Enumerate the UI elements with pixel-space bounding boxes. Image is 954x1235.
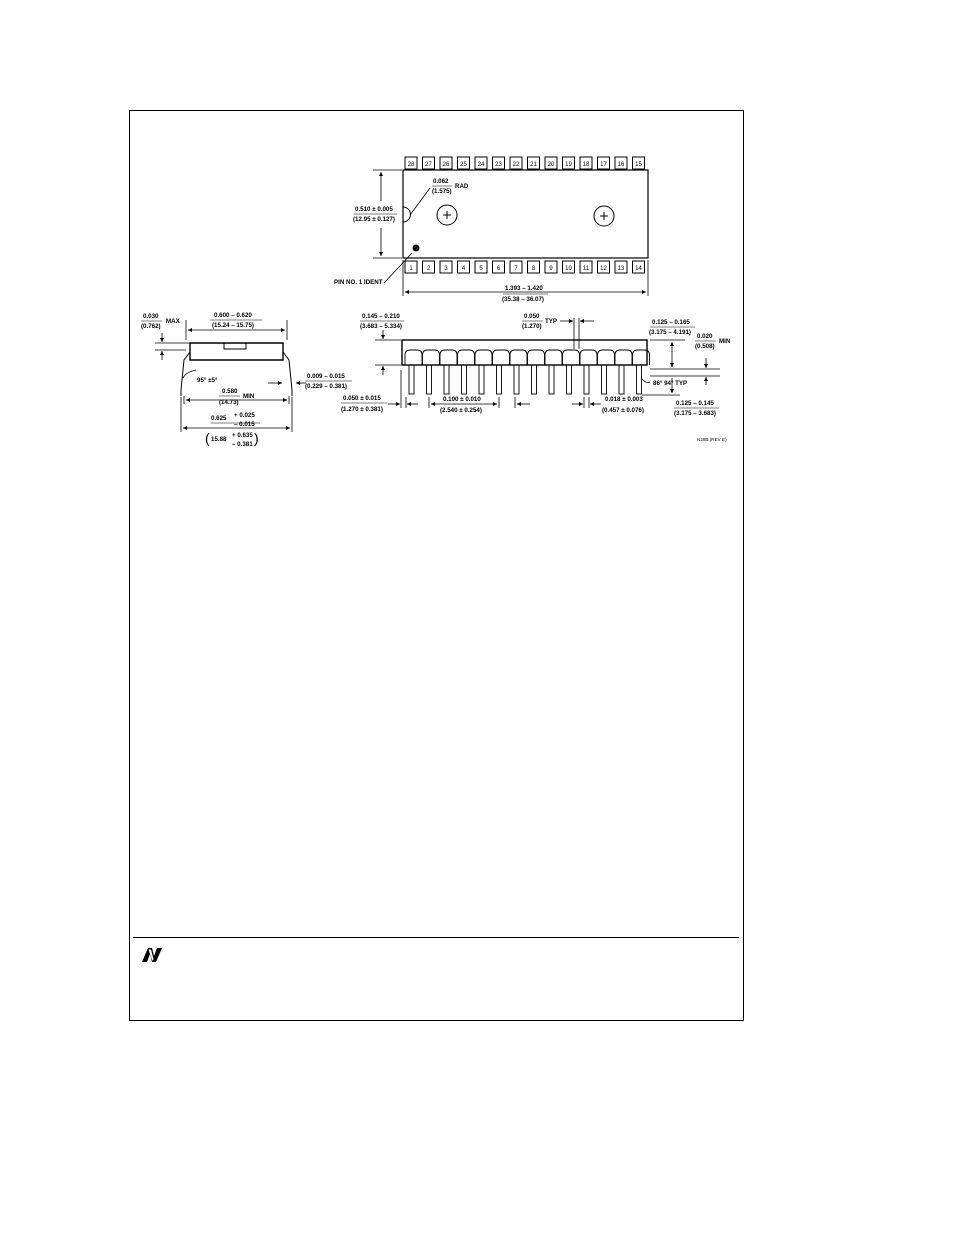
side-lead-width-mm: (0.457 ± 0.076) xyxy=(602,407,644,414)
end-body-width-in: 0.600 – 0.620 xyxy=(214,312,252,319)
pin-number: 6 xyxy=(497,266,501,272)
end-view xyxy=(180,342,293,396)
pin-number: 11 xyxy=(583,266,590,272)
side-seat-in: 0.125 – 0.165 xyxy=(652,319,690,326)
notch-radius-in: 0.062 xyxy=(433,178,449,185)
footer-rule xyxy=(133,937,739,938)
pin-number: 12 xyxy=(600,266,607,272)
drawing-reference: N28B (REV E) xyxy=(697,437,727,442)
side-pitch-mm: (2.540 ± 0.254) xyxy=(440,407,482,414)
length-dimension-mm: (35.38 – 36.07) xyxy=(502,296,544,303)
paren-open: ( xyxy=(205,430,210,446)
side-clear-suffix: MIN xyxy=(719,338,731,345)
top-view xyxy=(402,169,649,259)
pin-number: 16 xyxy=(618,162,625,168)
end-min-width-mm: (14.73) xyxy=(219,399,239,406)
end-overall-mm-tol-plus: + 0.635 xyxy=(232,432,253,439)
side-height-in: 0.145 – 0.210 xyxy=(362,313,400,320)
pin-number: 21 xyxy=(530,162,537,168)
end-min-suffix: MIN xyxy=(243,393,255,400)
top-view-dimensions xyxy=(373,169,649,296)
pin-number: 19 xyxy=(565,162,572,168)
width-dimension-mm: (12.95 ± 0.127) xyxy=(353,216,395,223)
pin1-ident-label: PIN NO. 1 IDENT xyxy=(334,279,383,286)
pin-number: 14 xyxy=(635,266,642,272)
pin-number: 13 xyxy=(618,266,625,272)
pin-number: 10 xyxy=(565,266,572,272)
side-height-mm: (3.683 – 5.334) xyxy=(360,323,402,330)
pin-number: 5 xyxy=(479,266,483,272)
paren-close: ) xyxy=(254,430,259,446)
national-semiconductor-logo xyxy=(142,948,162,962)
end-overall-mm: 15.88 xyxy=(211,436,227,443)
ejector-mark-left xyxy=(436,204,458,226)
side-typ-suffix: TYP xyxy=(545,318,557,325)
end-overall-tol-minus: – 0.015 xyxy=(234,421,255,428)
end-max-mm: (0.762) xyxy=(141,323,161,330)
side-clear-in: 0.020 xyxy=(697,333,713,340)
pin-number: 24 xyxy=(478,162,485,168)
pin-number: 15 xyxy=(635,162,642,168)
pin-number: 26 xyxy=(443,162,450,168)
end-angle-label: 95° ±5° xyxy=(197,377,218,384)
pin-number: 3 xyxy=(444,266,448,272)
pin1-ident-dot xyxy=(412,244,420,252)
end-body-width-mm: (15.24 – 15.75) xyxy=(212,322,254,329)
pin-number: 9 xyxy=(549,266,553,272)
side-seat-mm: (3.175 – 4.191) xyxy=(649,329,691,336)
pin-number: 23 xyxy=(495,162,502,168)
top-pin-row: 28 27 26 25 24 23 22 21 20 19 18 17 16 1… xyxy=(404,156,645,170)
side-shoulder-in: 0.050 ± 0.015 xyxy=(343,395,381,402)
pin-number: 18 xyxy=(583,162,590,168)
pin-number: 22 xyxy=(513,162,520,168)
end-view-dimensions xyxy=(155,320,306,432)
drawing-frame xyxy=(129,110,744,1021)
side-view xyxy=(401,339,650,395)
pin-number: 4 xyxy=(462,266,466,272)
end-max-suffix: MAX xyxy=(166,318,181,325)
notch-radius-suffix: RAD xyxy=(455,183,469,190)
pin-number: 25 xyxy=(460,162,467,168)
pin-number: 20 xyxy=(548,162,555,168)
end-overall-mm-tol-minus: – 0.381 xyxy=(232,441,253,448)
side-lead-width-in: 0.018 ± 0.003 xyxy=(605,396,643,403)
side-typ-in: 0.050 xyxy=(524,313,540,320)
side-typ-mm: (1.270) xyxy=(522,323,542,330)
side-shoulder-mm: (1.270 ± 0.381) xyxy=(341,406,383,413)
side-pitch-in: 0.100 ± 0.010 xyxy=(443,396,481,403)
ejector-mark-right xyxy=(593,205,615,227)
side-angle-label: 86° 94° TYP xyxy=(653,380,687,387)
pin-number: 28 xyxy=(408,162,415,168)
pin-number: 8 xyxy=(532,266,536,272)
end-lead-thickness-in: 0.009 – 0.015 xyxy=(307,373,345,380)
end-overall-in: 0.625 xyxy=(211,415,227,422)
pin-number: 1 xyxy=(409,266,413,272)
end-min-width-in: 0.580 xyxy=(222,388,238,395)
side-lead-len-mm: (3.175 – 3.683) xyxy=(674,410,716,417)
side-lead-len-in: 0.125 – 0.145 xyxy=(676,400,714,407)
length-dimension-in: 1.393 – 1.420 xyxy=(505,285,543,292)
end-lead-thickness-mm: (0.229 – 0.381) xyxy=(305,383,347,390)
side-clear-mm: (0.508) xyxy=(695,343,715,350)
bottom-pin-row: 1 2 3 4 5 6 7 8 9 10 11 12 13 14 xyxy=(404,260,645,274)
width-dimension-in: 0.510 ± 0.005 xyxy=(355,206,393,213)
side-view-dimensions xyxy=(375,318,720,408)
pin-number: 17 xyxy=(600,162,607,168)
pin-number: 27 xyxy=(425,162,432,168)
pin-number: 2 xyxy=(427,266,431,272)
end-overall-tol-plus: + 0.025 xyxy=(234,412,255,419)
notch-radius-mm: (1.575) xyxy=(432,188,452,195)
end-max-in: 0.030 xyxy=(143,313,159,320)
pin-number: 7 xyxy=(514,266,518,272)
